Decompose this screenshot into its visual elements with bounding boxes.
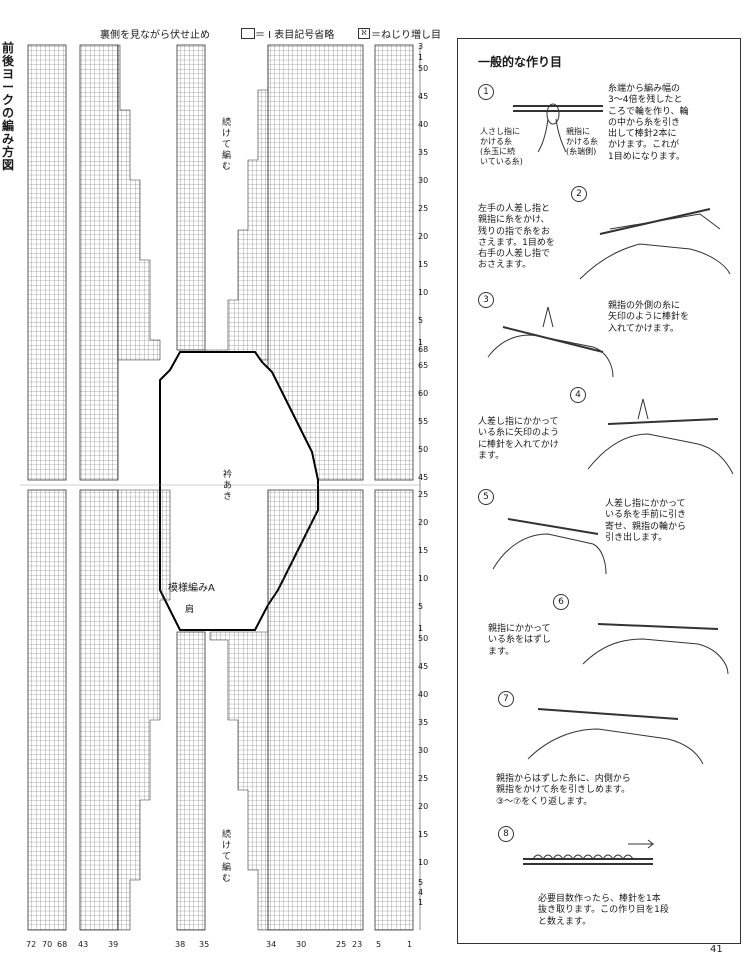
axis-label: 20: [418, 518, 429, 527]
axis-label: 55: [418, 417, 429, 426]
shoulder-label: 肩: [185, 605, 195, 615]
axis-label: 5: [418, 316, 424, 325]
axis-label: 65: [418, 361, 429, 370]
axis-label: 45: [418, 473, 429, 482]
twist-increase-symbol: ℵ: [358, 28, 370, 39]
axis-label: 5: [418, 602, 424, 611]
step-3-illustration: [487, 306, 614, 378]
knitting-chart: [20, 44, 421, 931]
vertical-title: 前後ヨークの編み方図: [2, 41, 15, 172]
continue-knitting-lower: 続けて編む: [222, 830, 232, 884]
page-number: 41: [710, 944, 723, 955]
step-7-illustration: [527, 708, 704, 765]
axis-label: 10: [418, 574, 429, 583]
right-axis-upper: 3 1 50 45 40 35 30 25 20 15 10 5 1: [418, 42, 438, 348]
bottom-axis-label: 34: [266, 940, 277, 949]
axis-label: 45: [418, 92, 429, 101]
axis-label: 45: [418, 662, 429, 671]
step-4-text: 人差し指にかかって いる糸に矢印のよう に棒針を入れてかけ ます。: [478, 417, 560, 461]
bottom-axis-label: 72: [26, 940, 37, 949]
bottom-axis-label: 68: [57, 940, 68, 949]
axis-label: 5: [418, 878, 424, 887]
step-2-number: 2: [571, 186, 587, 202]
step-3-text: 親指の外側の糸に 矢印のように棒針を 入れてかけます。: [608, 301, 690, 334]
axis-label: 50: [418, 634, 429, 643]
axis-label: 30: [418, 176, 429, 185]
bottom-axis-label: 70: [42, 940, 53, 949]
step-6-number: 6: [553, 594, 569, 610]
step-8-text: 必要目数作ったら、棒針を1本 抜き取ります。この作り目を1段 と数えます。: [538, 894, 669, 927]
axis-label: 1: [418, 624, 424, 633]
legend-plain: ＝ Ⅰ 表目記号省略: [255, 30, 335, 41]
axis-label: 3: [418, 42, 424, 51]
step-1-label-thumb: 親指に かける糸 (糸端側): [566, 127, 598, 156]
grid-lower-section: [27, 489, 414, 931]
bottom-axis-label: 5: [376, 940, 382, 949]
axis-label: 15: [418, 260, 429, 269]
axis-label: 15: [418, 546, 429, 555]
axis-label: 25: [418, 204, 429, 213]
bottom-axis-label: 1: [407, 940, 413, 949]
pattern-a-label: 模様編みA: [168, 583, 215, 594]
step-3-number: 3: [478, 292, 494, 308]
step-8-number: 8: [498, 826, 514, 842]
bottom-axis-label: 38: [175, 940, 186, 949]
axis-label: 35: [418, 718, 429, 727]
legend-twist: ＝ねじり増し目: [371, 30, 441, 41]
step-1-label-index: 人さし指に かける糸 (糸玉に続 いている糸): [480, 127, 523, 166]
step-6-illustration: [582, 623, 729, 675]
step-1-number: 1: [478, 84, 494, 100]
step-5-illustration: [492, 518, 607, 575]
step-1-text: 糸端から編み幅の 3～4倍を残したと ころで輪を作り、輪 の中から糸を引き 出し…: [608, 84, 689, 162]
axis-label: 35: [418, 148, 429, 157]
axis-label: 1: [418, 898, 424, 907]
step-8-illustration: [523, 839, 655, 865]
axis-label: 10: [418, 288, 429, 297]
cast-on-instructions-panel: 一般的な作り目 1 人さし指に かける糸 (糸玉に続 いている糸) 親指に かけ…: [457, 38, 741, 944]
axis-label: 60: [418, 389, 429, 398]
axis-label: 20: [418, 232, 429, 241]
plain-stitch-symbol: [241, 28, 255, 39]
step-5-number: 5: [478, 489, 494, 505]
step-5-text: 人差し指にかかって いる糸を手前に引き 寄せ、親指の輪から 引き出します。: [605, 499, 687, 543]
axis-label: 68: [418, 345, 429, 354]
axis-label: 40: [418, 690, 429, 699]
axis-label: 1: [418, 338, 424, 347]
bind-off-note: 裏側を見ながら伏せ止め: [100, 30, 210, 41]
step-7-number: 7: [498, 691, 514, 707]
axis-label: 4: [418, 888, 424, 897]
step-6-text: 親指にかかって いる糸をはずし ます。: [488, 624, 552, 657]
bottom-axis-label: 39: [108, 940, 119, 949]
axis-label: 50: [418, 445, 429, 454]
axis-label: 15: [418, 830, 429, 839]
axis-label: 20: [418, 802, 429, 811]
panel-title: 一般的な作り目: [478, 55, 563, 69]
step-7-text: 親指からはずした糸に、内側から 親指をかけて糸を引きしめます。 ③～⑦をくり返し…: [496, 774, 631, 807]
step-1-illustration: [513, 103, 603, 153]
axis-label: 25: [418, 774, 429, 783]
axis-label: 50: [418, 64, 429, 73]
step-4-illustration: [587, 398, 734, 475]
axis-label: 30: [418, 746, 429, 755]
right-axis-middle: 68 65 60 55 50 45: [418, 345, 438, 485]
axis-label: 25: [418, 490, 429, 499]
bottom-axis-label: 35: [199, 940, 210, 949]
neck-opening-label: 衿あき: [223, 470, 233, 502]
axis-label: 40: [418, 120, 429, 129]
axis-label: 10: [418, 858, 429, 867]
continue-knitting-upper: 続けて編む: [222, 118, 232, 172]
step-4-number: 4: [570, 387, 586, 403]
step-2-illustration: [579, 208, 731, 280]
axis-label: 1: [418, 53, 424, 62]
bottom-axis-label: 43: [78, 940, 89, 949]
bottom-axis-label: 23: [352, 940, 363, 949]
step-2-text: 左手の人差し指と 親指に糸をかけ、 残りの指で糸をお さえます。1目めを 右手の…: [478, 204, 555, 271]
bottom-axis-label: 30: [296, 940, 307, 949]
bottom-axis-label: 25: [336, 940, 347, 949]
right-axis-lower: 25 20 15 10 5 1 50 45 40 35 30 25 20 15 …: [418, 490, 438, 908]
